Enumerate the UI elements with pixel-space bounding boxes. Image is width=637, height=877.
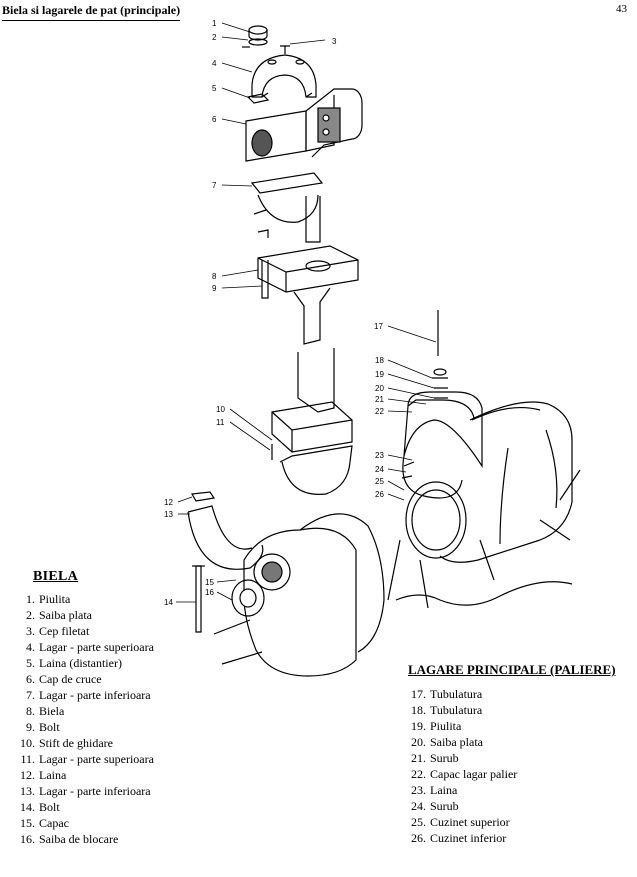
callout-24: 24 xyxy=(375,465,384,474)
list-item: 21.Surub xyxy=(411,751,459,765)
callout-9: 9 xyxy=(212,284,217,293)
list-item: 4.Lagar - parte superioara xyxy=(26,640,154,654)
callout-14: 14 xyxy=(164,598,173,607)
callout-8: 8 xyxy=(212,272,217,281)
list-item: 16.Saiba de blocare xyxy=(20,832,119,846)
callout-26: 26 xyxy=(375,490,384,499)
list-item: 18.Tubulatura xyxy=(411,703,483,717)
list-item: 9.Bolt xyxy=(26,720,60,734)
callout-16: 16 xyxy=(205,588,214,597)
callout-2: 2 xyxy=(212,33,217,42)
callout-19: 19 xyxy=(375,370,384,379)
list-item: 13.Lagar - parte inferioara xyxy=(20,784,151,798)
callout-20: 20 xyxy=(375,384,384,393)
screw-part xyxy=(242,45,290,54)
bolt-part xyxy=(261,260,273,460)
callout-13: 13 xyxy=(164,510,173,519)
list-item: 17.Tubulatura xyxy=(411,687,483,701)
main-bearing-assembly xyxy=(387,310,581,609)
list-item: 23.Laina xyxy=(411,783,458,797)
lagare-parts-list: 17.Tubulatura 18.Tubulatura 19.Piulita 2… xyxy=(410,686,517,846)
list-item: 3.Cep filetat xyxy=(26,624,90,638)
callout-12: 12 xyxy=(164,498,173,507)
callout-17: 17 xyxy=(374,322,383,331)
list-item: 7.Lagar - parte inferioara xyxy=(26,688,151,702)
tie-rod-part xyxy=(192,565,205,633)
list-item: 6.Cap de cruce xyxy=(26,672,102,686)
upper-bearing-part xyxy=(251,54,317,98)
list-item: 14.Bolt xyxy=(20,800,60,814)
callout-5: 5 xyxy=(212,84,217,93)
nut-part xyxy=(248,25,268,46)
page-number: 43 xyxy=(616,3,627,15)
lower-bearing-part xyxy=(250,172,324,243)
callout-18: 18 xyxy=(375,356,384,365)
callout-21: 21 xyxy=(375,395,384,404)
list-item: 10.Stift de ghidare xyxy=(20,736,113,750)
callout-11: 11 xyxy=(216,418,225,427)
callout-22: 22 xyxy=(375,407,384,416)
list-item: 11.Lagar - parte superioara xyxy=(20,752,154,766)
list-item: 25.Cuzinet superior xyxy=(411,815,510,829)
callout-23: 23 xyxy=(375,451,384,460)
list-item: 22.Capac lagar palier xyxy=(411,767,518,781)
lagare-legend-title: LAGARE PRINCIPALE (PALIERE) xyxy=(408,662,616,677)
shim-part xyxy=(246,93,270,104)
page-title: Biela si lagarele de pat (principale) xyxy=(2,3,181,21)
callout-1: 1 xyxy=(212,19,217,28)
list-item: 15.Capac xyxy=(20,816,69,830)
callout-15: 15 xyxy=(205,578,214,587)
biela-legend-title: BIELA xyxy=(33,569,79,584)
callout-4: 4 xyxy=(212,59,217,68)
list-item: 12.Laina xyxy=(20,768,67,782)
crankshaft-part xyxy=(213,513,385,677)
list-item: 24.Surub xyxy=(411,799,459,813)
list-item: 26.Cuzinet inferior xyxy=(411,831,507,845)
callout-6: 6 xyxy=(212,115,217,124)
list-item: 1.Piulita xyxy=(26,592,71,606)
connecting-rod-part xyxy=(257,245,359,495)
callout-numbers: 1 2 3 4 5 6 7 8 9 10 11 12 13 14 15 16 1… xyxy=(164,19,384,607)
list-item: 8.Biela xyxy=(26,704,65,718)
lower-half-bearing-part xyxy=(187,491,264,570)
list-item: 19.Piulita xyxy=(411,719,462,733)
list-item: 20.Saiba plata xyxy=(411,735,483,749)
callout-3: 3 xyxy=(332,37,337,46)
list-item: 5.Laina (distantier) xyxy=(26,656,122,670)
leader-lines xyxy=(176,22,437,603)
callout-7: 7 xyxy=(212,181,217,190)
biela-parts-list: 1.Piulita 2.Saiba plata 3.Cep filetat 4.… xyxy=(15,591,154,847)
list-item: 2.Saiba plata xyxy=(26,608,92,622)
callout-25: 25 xyxy=(375,477,384,486)
callout-10: 10 xyxy=(216,405,225,414)
crosshead-part xyxy=(245,88,363,162)
